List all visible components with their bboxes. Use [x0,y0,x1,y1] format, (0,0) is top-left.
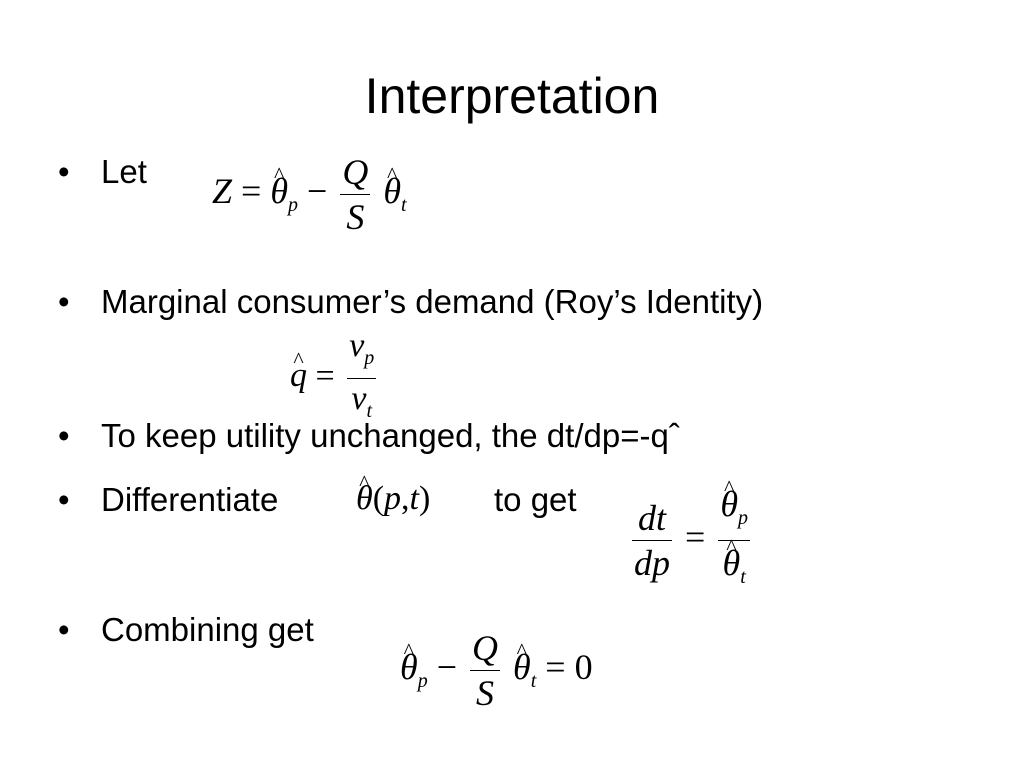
eq-fraction: Q S [340,150,371,239]
bullet-text-continued: to get [494,481,577,518]
eq-symbol: θ [513,645,531,689]
eq-operator: − [436,646,457,687]
bullet-text: Combining get [101,611,314,648]
eq-subscript: p [738,507,748,529]
eq-subscript: t [401,193,407,216]
eq-symbol: v [351,380,367,417]
bullet-text: Differentiate [101,481,279,518]
eq-symbol: θ [270,169,288,213]
bullet-marker: • [58,611,70,648]
eq-symbol: v [349,327,365,364]
equation-theta-function: θ(p,t) [356,478,430,520]
eq-number: 0 [574,646,593,687]
eq-paren: ) [418,480,431,517]
eq-operator: = [685,516,706,557]
eq-denominator: θt [718,541,750,599]
eq-symbol: p [384,480,402,517]
equation-dt-dp: dt dp = θp θt [628,482,754,599]
eq-numerator: vp [347,326,376,378]
fraction-bar [632,540,672,541]
equation-combined: θp − Q S θt = 0 [400,626,593,715]
eq-fraction: dt dp [632,496,672,585]
eq-subscript: p [288,193,299,216]
eq-subscript: p [364,347,375,369]
eq-paren: ( [372,480,385,517]
bullet-text: Marginal consumer’s demand (Roy’s Identi… [101,283,764,320]
bullet-marker: • [58,283,70,320]
eq-symbol: θ [356,478,373,520]
bullet-marker: • [58,481,70,518]
eq-symbol: Z [212,170,233,211]
eq-denominator: vt [347,379,376,431]
eq-subscript: t [530,669,537,692]
equation-z-definition: Z = θp − Q S θt [212,150,407,239]
eq-symbol: q [290,356,307,396]
eq-numerator: dt [637,498,666,538]
eq-symbol: θ [720,482,738,526]
eq-symbol: θ [383,169,401,213]
eq-denominator: S [346,197,365,237]
eq-numerator: Q [342,152,369,192]
slide-title: Interpretation [364,68,660,124]
eq-comma: , [401,480,410,517]
eq-subscript: p [417,669,428,692]
bullet-marker: • [58,153,70,190]
fraction-bar [340,194,371,195]
eq-fraction: vp vt [347,326,377,431]
eq-denominator: dp [634,543,670,583]
fraction-bar [347,378,377,379]
eq-operator: = [241,170,262,211]
eq-symbol: θ [400,645,418,689]
eq-numerator: θp [718,482,750,540]
eq-fraction: Q S [470,626,500,715]
eq-symbol: t [409,480,419,517]
fraction-bar [470,670,500,671]
eq-operator: = [315,357,335,395]
eq-denominator: S [476,673,494,713]
eq-operator: − [307,170,328,211]
bullet-text: To keep utility unchanged, the dt/dp=-qˆ [101,417,680,454]
eq-operator: = [545,646,566,687]
eq-symbol: θ [723,541,741,585]
bullet-marker: • [58,417,70,454]
equation-roys-identity: q = vp vt [290,326,380,431]
bullet-text: Let [101,153,147,190]
eq-subscript: t [740,566,746,588]
eq-fraction: θp θt [718,482,750,599]
eq-numerator: Q [472,628,498,668]
eq-subscript: t [366,400,373,422]
